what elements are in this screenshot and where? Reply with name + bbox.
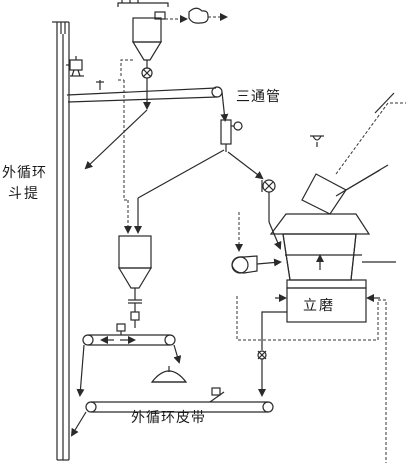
mill-reject-line — [257, 311, 287, 397]
mill-dashed-enclosure — [236, 296, 387, 463]
hot-air-fan-icon — [231, 212, 282, 274]
mill-inlet-valve — [261, 179, 282, 250]
vertical-mill — [269, 213, 396, 323]
external-belt-conveyor — [70, 387, 274, 437]
tee-pipe-flows — [134, 149, 264, 234]
elevator-discharge — [84, 80, 148, 234]
external-elevator-label-line1: 外循环 — [2, 165, 47, 181]
bucket-elevator — [52, 21, 70, 461]
dust-collector — [117, 0, 169, 110]
middle-conveyor — [76, 323, 182, 397]
separator-hood — [150, 366, 188, 383]
intermediate-bin — [117, 235, 153, 328]
top-conveyor — [66, 86, 229, 122]
air-return-lines — [96, 59, 133, 90]
elevator-drive-icon — [66, 56, 84, 77]
tee-pipe-label: 三通管 — [236, 89, 281, 105]
tee-pipe — [220, 119, 243, 152]
mill-feed-chute — [301, 92, 406, 215]
exhaust-fan-icon — [165, 7, 228, 24]
pressure-gauge-icon — [310, 135, 324, 147]
external-elevator-label-line2: 斗提 — [8, 186, 40, 202]
vertical-mill-label: 立磨 — [303, 298, 335, 314]
external-belt-label: 外循环皮带 — [131, 410, 206, 426]
